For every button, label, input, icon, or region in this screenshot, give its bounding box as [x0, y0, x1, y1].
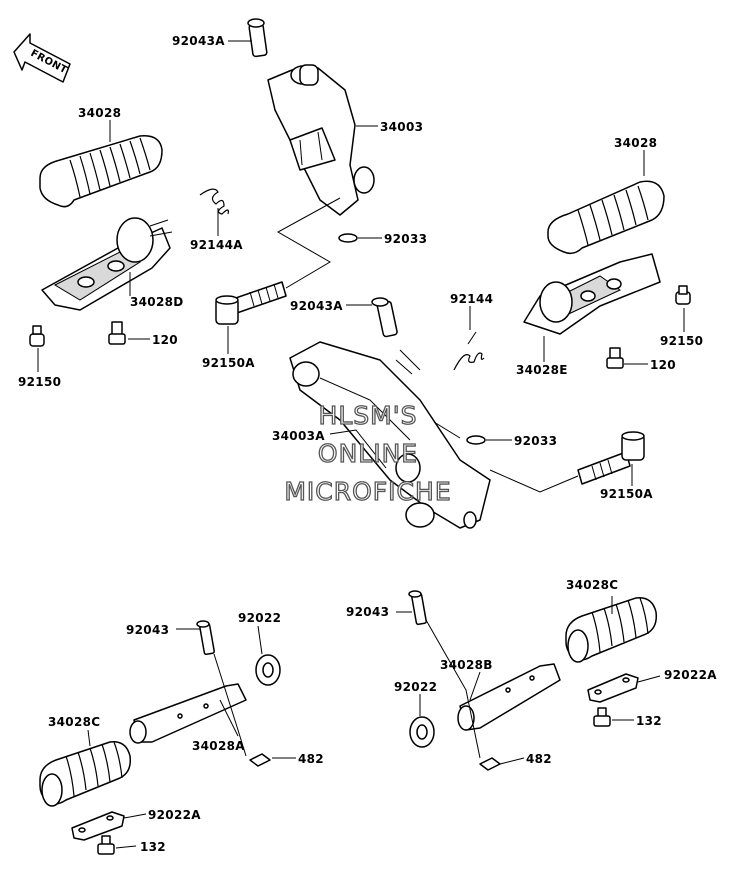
label-92033-top: 92033	[384, 232, 427, 246]
bolt-92150A-right	[577, 431, 645, 485]
label-34028-right: 34028	[614, 136, 657, 150]
clip-482-left	[249, 753, 271, 767]
label-92144A: 92144A	[190, 238, 243, 252]
bolt-132-left	[97, 835, 115, 855]
watermark-line-1: HLSM'S	[319, 401, 418, 430]
label-92022A-right: 92022A	[664, 668, 717, 682]
pin-92043A-mid	[371, 297, 398, 338]
label-34028E: 34028E	[516, 363, 568, 377]
bolt-120-left	[108, 321, 126, 345]
label-132-right: 132	[636, 714, 662, 728]
label-34028-left: 34028	[78, 106, 121, 120]
label-482-left: 482	[298, 752, 324, 766]
watermark-line-3: MICROFICHE	[284, 477, 451, 506]
washer-92022-right	[409, 716, 435, 748]
bracket-34003	[267, 64, 375, 216]
washer-92033-top	[338, 233, 358, 243]
label-34028D: 34028D	[130, 295, 184, 309]
label-92022A-left: 92022A	[148, 808, 201, 822]
label-92150-right: 92150	[660, 334, 703, 348]
clip-482-right	[479, 757, 501, 771]
plate-92022A-left	[71, 811, 125, 841]
label-92022-left: 92022	[238, 611, 281, 625]
leader-bolt-92150A-left	[276, 197, 341, 289]
label-92144: 92144	[450, 292, 493, 306]
leader-lines	[37, 40, 685, 849]
label-92150-left: 92150	[18, 375, 61, 389]
label-92043A-mid: 92043A	[290, 299, 343, 313]
label-482-right: 482	[526, 752, 552, 766]
bolt-132-right	[593, 707, 611, 727]
label-34028C-right: 34028C	[566, 578, 618, 592]
footpeg-rubber-34028-left	[39, 135, 163, 208]
label-34028A: 34028A	[192, 739, 245, 753]
label-92150A-right: 92150A	[600, 487, 653, 501]
footpeg-rubber-34028C-right	[565, 597, 658, 663]
label-120-left: 120	[152, 333, 178, 347]
label-34003A: 34003A	[272, 429, 325, 443]
footpeg-bracket-34028E	[523, 253, 661, 335]
footpeg-rubber-34028-right	[547, 180, 665, 255]
pin-92043-left	[196, 620, 215, 656]
bolt-120-right	[606, 347, 624, 369]
label-34028C-left: 34028C	[48, 715, 100, 729]
label-92043-left: 92043	[126, 623, 169, 637]
peg-34028A	[129, 683, 247, 744]
label-92043A-top: 92043A	[172, 34, 225, 48]
part-labels: 92043A 34003 34028 92144A 92033 34028D 1…	[18, 34, 717, 854]
bracket-34003A	[289, 341, 491, 529]
washer-92033-mid	[466, 435, 486, 445]
label-120-right: 120	[650, 358, 676, 372]
label-92033-mid: 92033	[514, 434, 557, 448]
footpeg-rubber-34028C-left	[39, 741, 132, 807]
peg-34028B	[457, 663, 561, 731]
spring-92144A	[199, 188, 229, 215]
fitting-92150-left	[29, 325, 45, 347]
pin-92043A-top	[247, 18, 268, 58]
label-34003: 34003	[380, 120, 423, 134]
front-arrow-icon: FRONT	[13, 33, 71, 83]
spring-92144	[453, 331, 485, 371]
watermark: HLSM'S ONLINE MICROFICHE	[284, 400, 452, 506]
leader-bolt-92150A-right	[489, 469, 579, 493]
watermark-line-2: ONLINE	[318, 439, 418, 468]
footpeg-bracket-34028D	[41, 217, 173, 311]
pin-92043-right	[408, 590, 427, 626]
bolt-92150A-left	[215, 281, 287, 325]
label-92150A-left: 92150A	[202, 356, 255, 370]
label-132-left: 132	[140, 840, 166, 854]
plate-92022A-right	[587, 673, 639, 703]
label-92022-right: 92022	[394, 680, 437, 694]
fitting-92150-right	[675, 285, 691, 305]
label-34028B: 34028B	[440, 658, 493, 672]
label-92043-right: 92043	[346, 605, 389, 619]
washer-92022-left	[255, 654, 281, 686]
